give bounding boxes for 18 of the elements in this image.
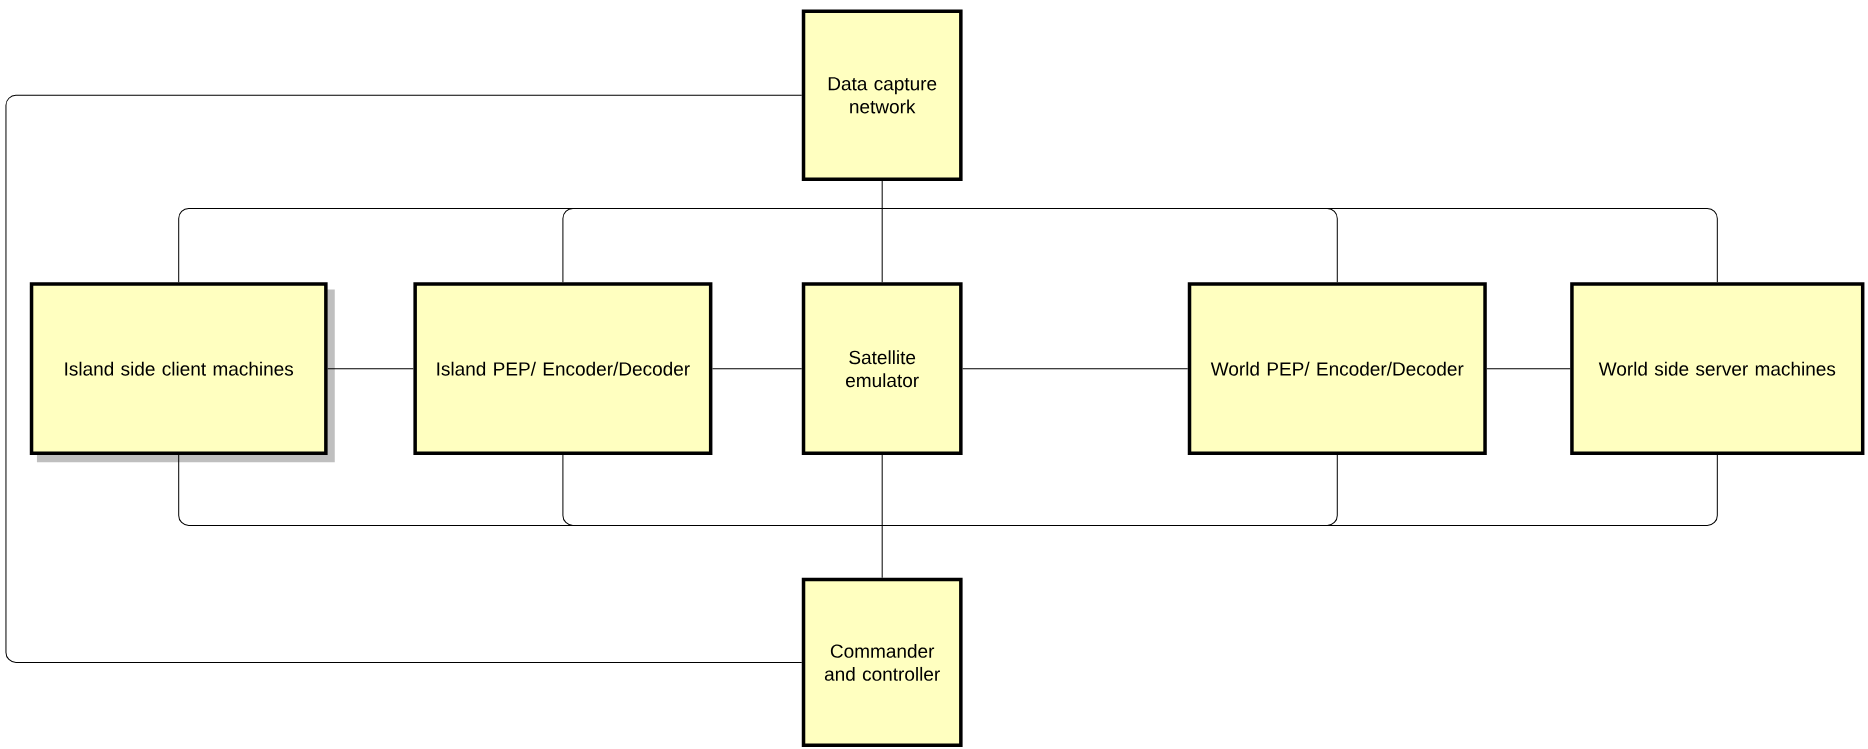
connector-line [881, 180, 883, 283]
connector-line [562, 207, 1338, 283]
process-box: Data capture network [801, 9, 963, 181]
connector-line [327, 368, 414, 370]
connector-line [178, 454, 1718, 526]
process-box: Island side client machines [29, 282, 328, 455]
connector-line [5, 94, 803, 663]
process-box: Commander and controller [801, 577, 963, 747]
process-box: Satellite emulator [801, 282, 963, 455]
process-box: World PEP/ Encoder/Decoder [1187, 282, 1487, 455]
connector-line [711, 368, 803, 370]
connector-line [1486, 368, 1571, 370]
connector-line [562, 454, 1338, 526]
connector-line [962, 368, 1189, 370]
connector-line [881, 454, 883, 579]
connector-line [178, 207, 1718, 283]
process-box: Island PEP/ Encoder/Decoder [413, 282, 713, 455]
process-box: World side server machines [1570, 282, 1865, 455]
